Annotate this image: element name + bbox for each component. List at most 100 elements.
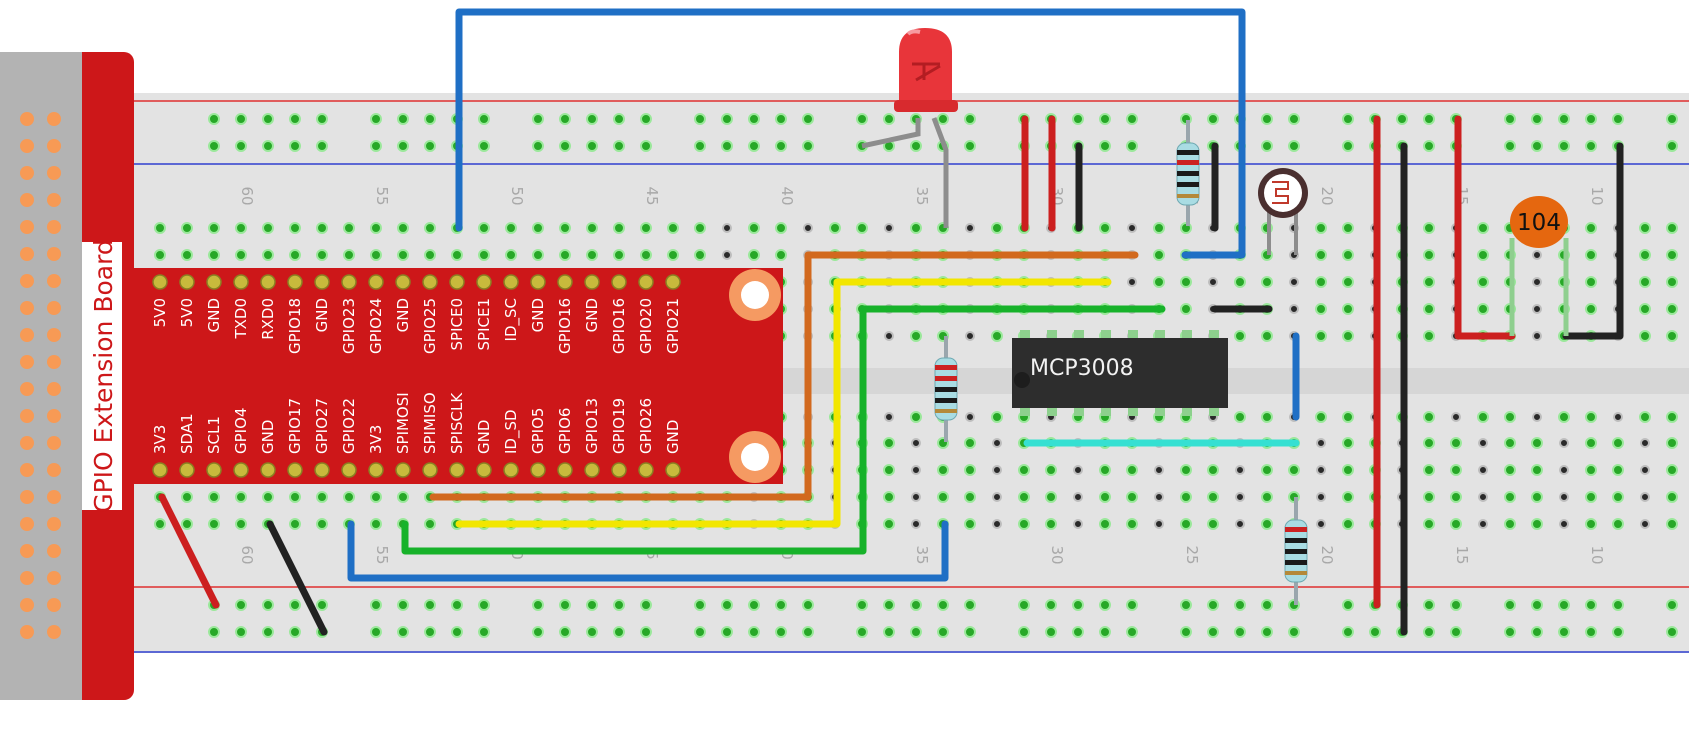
chip-leg <box>1155 407 1165 416</box>
header-pin <box>20 274 34 288</box>
breadboard-hole <box>1423 491 1435 503</box>
header-pin <box>20 544 34 558</box>
chip-leg <box>1101 330 1111 339</box>
breadboard-hole <box>1018 491 1030 503</box>
rail-hole <box>856 599 868 611</box>
rail-hole <box>397 626 409 638</box>
cobbler-pin <box>557 274 573 290</box>
breadboard-hole <box>1532 277 1542 287</box>
breadboard-hole <box>964 464 976 476</box>
breadboard-hole <box>181 222 193 234</box>
breadboard-hole <box>1127 223 1137 233</box>
breadboard-hole <box>1099 464 1111 476</box>
breadboard-hole <box>370 222 382 234</box>
rail-hole <box>586 599 598 611</box>
header-pin <box>47 112 61 126</box>
breadboard-hole <box>235 249 247 261</box>
rail-hole <box>640 140 652 152</box>
breadboard-hole <box>1315 276 1327 288</box>
breadboard-hole <box>1639 330 1651 342</box>
cobbler-pin-label: SPICE1 <box>475 298 493 351</box>
header-pin <box>47 355 61 369</box>
rail-hole <box>559 599 571 611</box>
header-pin <box>20 112 34 126</box>
cobbler-pin-label: SPIMISO <box>421 392 439 454</box>
rail-hole <box>1558 599 1570 611</box>
breadboard-hole <box>1423 303 1435 315</box>
rail-hole <box>802 140 814 152</box>
cobbler-pin-label: SPISCLK <box>448 392 466 454</box>
cobbler-pin-label: SCL1 <box>205 416 223 454</box>
cobbler-pin <box>314 462 330 478</box>
cobbler-pin-label: GPIO21 <box>664 298 682 354</box>
rail-hole <box>613 599 625 611</box>
rail-hole <box>694 599 706 611</box>
cobbler-pin-label: GPIO24 <box>367 298 385 354</box>
breadboard-hole <box>289 249 301 261</box>
rail-hole <box>208 140 220 152</box>
header-pin <box>47 193 61 207</box>
breadboard-hole <box>1666 464 1678 476</box>
capacitor-body <box>1510 196 1568 248</box>
rail-hole <box>1504 113 1516 125</box>
rail-hole <box>856 113 868 125</box>
breadboard-hole <box>1640 465 1650 475</box>
column-number: 60 <box>238 186 256 205</box>
breadboard-hole <box>1612 437 1624 449</box>
rail-hole <box>1531 113 1543 125</box>
breadboard-hole <box>1261 330 1273 342</box>
ceramic-capacitor: 104 <box>1509 196 1569 336</box>
rail-hole <box>640 599 652 611</box>
breadboard-hole <box>1477 303 1489 315</box>
breadboard-hole <box>397 491 409 503</box>
breadboard-hole <box>1613 412 1623 422</box>
breadboard-hole <box>1342 437 1354 449</box>
rail-hole <box>748 140 760 152</box>
breadboard-hole <box>1261 464 1273 476</box>
rail-hole <box>397 113 409 125</box>
cobbler-pin-label: GPIO18 <box>286 298 304 354</box>
cobbler-pin-label: GPIO22 <box>340 398 358 454</box>
breadboard-hole <box>667 222 679 234</box>
rail-hole <box>1207 626 1219 638</box>
breadboard-hole <box>1342 491 1354 503</box>
breadboard-hole <box>1045 518 1057 530</box>
breadboard-hole <box>1639 411 1651 423</box>
cobbler-pin <box>395 462 411 478</box>
cobbler-pin-label: GND <box>664 420 682 454</box>
cobbler-pin-label: 3V3 <box>151 425 169 454</box>
wire-black-capacitor <box>1562 142 1624 340</box>
cobbler-pin <box>287 462 303 478</box>
breadboard-hole <box>1504 411 1516 423</box>
rail-hole <box>262 113 274 125</box>
column-number: 60 <box>238 545 256 564</box>
breadboard-hole <box>1045 464 1057 476</box>
chip-leg <box>1074 407 1084 416</box>
rail-hole <box>1072 626 1084 638</box>
breadboard-hole <box>640 222 652 234</box>
breadboard-hole <box>1342 518 1354 530</box>
cobbler-pin-label: GPIO13 <box>583 398 601 454</box>
led-leg-long <box>931 117 949 228</box>
rail-hole <box>397 140 409 152</box>
rail-hole <box>235 113 247 125</box>
breadboard-hole <box>1477 411 1489 423</box>
rail-hole <box>1180 626 1192 638</box>
header-pin <box>47 166 61 180</box>
breadboard-hole <box>1666 491 1678 503</box>
breadboard-hole <box>370 491 382 503</box>
breadboard-hole <box>1099 491 1111 503</box>
cobbler-pin-label: GND <box>259 420 277 454</box>
cobbler-pin <box>287 274 303 290</box>
breadboard-hole <box>1585 411 1597 423</box>
cobbler-pin-label: GPIO16 <box>556 298 574 354</box>
breadboard-hole <box>1477 222 1489 234</box>
cobbler-pin <box>179 462 195 478</box>
breadboard-hole <box>1585 437 1597 449</box>
rail-hole <box>1450 626 1462 638</box>
breadboard-hole <box>1234 411 1246 423</box>
breadboard-hole <box>1585 518 1597 530</box>
resistor-top <box>1176 120 1200 226</box>
